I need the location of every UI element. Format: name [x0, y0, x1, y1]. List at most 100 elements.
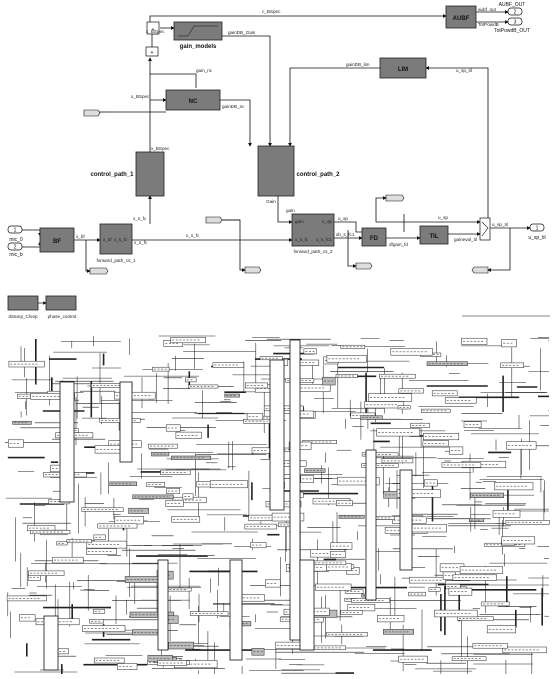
- block-gain-models-label: gain_models: [180, 44, 217, 50]
- inport-mic-0[interactable]: 1 mic_0: [7, 225, 23, 243]
- subsystem-block[interactable]: [463, 421, 482, 428]
- goto-tag[interactable]: [385, 194, 405, 202]
- subsystem-block[interactable]: [505, 520, 550, 525]
- subsystem-block[interactable]: [129, 611, 175, 618]
- subsystem-block[interactable]: [409, 576, 446, 584]
- subsystem-block[interactable]: [360, 415, 383, 420]
- goto-tag[interactable]: [244, 266, 262, 274]
- block-phase-control[interactable]: phase_control: [45, 295, 76, 319]
- subsystem-block[interactable]: [383, 629, 414, 635]
- subsystem-block[interactable]: [494, 482, 534, 491]
- subsystem-block[interactable]: [500, 362, 524, 368]
- block-til[interactable]: TIL: [419, 225, 449, 245]
- goto-tag[interactable]: [205, 216, 223, 224]
- subsystem-block[interactable]: [152, 366, 170, 372]
- subsystem-block[interactable]: [246, 413, 264, 421]
- outport-u-sp-til[interactable]: 1 u_sp_til: [528, 223, 546, 241]
- multiport-subsystem[interactable]: [59, 381, 75, 503]
- switch-block[interactable]: [479, 217, 491, 241]
- subsystem-block[interactable]: [420, 408, 451, 413]
- subsystem-block[interactable]: [408, 591, 426, 597]
- lookup-curve-icon: [178, 25, 218, 37]
- subsystem-block[interactable]: [502, 646, 547, 654]
- block-nc[interactable]: NC: [165, 89, 221, 111]
- subsystem-block[interactable]: [19, 614, 36, 622]
- inport-mic-b[interactable]: 2 mic_b: [7, 242, 23, 258]
- sum-block[interactable]: +: [146, 21, 160, 35]
- signal-lines: [22, 10, 531, 273]
- subsystem-block[interactable]: [336, 500, 353, 507]
- multiport-subsystem[interactable]: [365, 449, 377, 601]
- block-gain-models[interactable]: gain_models: [173, 21, 223, 50]
- signal-c-bspec: c_BSpec: [262, 9, 281, 14]
- goto-tag[interactable]: [89, 267, 109, 275]
- block-lim[interactable]: LIM: [379, 57, 427, 79]
- subsystem-block[interactable]: [330, 551, 346, 558]
- multiport-subsystem[interactable]: [269, 359, 285, 511]
- multiport-subsystem[interactable]: [119, 381, 133, 463]
- subsystem-block[interactable]: [52, 556, 84, 564]
- goto-tag[interactable]: [83, 109, 101, 117]
- subsystem-block[interactable]: [148, 443, 178, 449]
- subsystem-block[interactable]: [448, 587, 473, 596]
- block-forward-path-cs-1[interactable]: x_bf x_s_fc forward_path_cs_1: [96, 223, 136, 263]
- signal-gaineval-til: gaineval_til: [454, 237, 477, 242]
- multiport-subsystem[interactable]: [229, 559, 243, 661]
- subsystem-block[interactable]: [265, 579, 281, 588]
- outport-totpowdb-out[interactable]: 3 TotPowdB_OUT: [494, 17, 530, 34]
- block-forward-path-cs-2[interactable]: gain u_sp x_s_fc x_s_fc1 forward_path_cs…: [291, 213, 335, 254]
- subsystem-block[interactable]: [468, 518, 485, 522]
- subsystem-block[interactable]: [361, 452, 399, 457]
- block-control-path-1-label: control_path_1: [90, 172, 134, 178]
- subsystem-block[interactable]: [188, 384, 219, 389]
- subsystem-block[interactable]: [157, 660, 187, 666]
- multiport-subsystem[interactable]: [289, 339, 301, 641]
- subsystem-block[interactable]: [160, 469, 191, 475]
- subsystem-block[interactable]: [30, 393, 75, 400]
- subsystem-block[interactable]: [209, 480, 248, 489]
- subsystem-block[interactable]: [250, 542, 267, 549]
- subsystem-block[interactable]: [340, 344, 366, 349]
- block-bf-label: BF: [53, 239, 61, 245]
- block-forward-path-cs-1-label: forward_path_cs_1: [96, 258, 136, 263]
- subsystem-block[interactable]: [444, 397, 477, 404]
- subsystem-block[interactable]: [189, 611, 229, 616]
- subsystem-block[interactable]: [245, 382, 268, 389]
- block-control-path-1[interactable]: control_path_1: [90, 151, 165, 197]
- subsystem-block[interactable]: [224, 393, 240, 398]
- subsystem-block[interactable]: [398, 655, 428, 663]
- block-aubf[interactable]: AUBF: [445, 5, 477, 29]
- block-fd[interactable]: FD: [361, 227, 387, 247]
- block-control-path-2[interactable]: control_path_2 Gain: [257, 145, 340, 204]
- sum-block-2[interactable]: +: [145, 46, 159, 57]
- multiport-subsystem[interactable]: [299, 559, 315, 651]
- subsystem-block[interactable]: [452, 574, 497, 581]
- multiport-subsystem[interactable]: [399, 469, 413, 571]
- subsystem-block[interactable]: [86, 548, 117, 555]
- subsystem-block[interactable]: [368, 393, 413, 402]
- goto-tag[interactable]: [471, 266, 489, 274]
- block-fd-label: FD: [370, 236, 379, 242]
- block-dsamp-cloop[interactable]: dSamp_Cloop: [7, 295, 39, 319]
- block-aubf-label: AUBF: [453, 16, 470, 22]
- signal-u-sp-til: u_sp_til: [492, 222, 508, 227]
- subsystem-block[interactable]: [212, 362, 245, 368]
- subsystem-block[interactable]: [93, 657, 125, 664]
- signal-x-bspec-sum: x_BSpec: [146, 29, 165, 34]
- block-forward-path-cs-2-label: forward_path_cs_2: [293, 249, 333, 254]
- goto-tag[interactable]: [355, 262, 373, 270]
- block-bf[interactable]: BF: [39, 227, 75, 253]
- signal-gaindb-nc: gainDB_nc: [222, 104, 245, 109]
- subsystem-block[interactable]: [361, 463, 399, 468]
- subsystem-block[interactable]: [8, 439, 24, 448]
- multiport-subsystem[interactable]: [43, 615, 59, 671]
- subsystem-block[interactable]: [501, 339, 517, 348]
- subsystem-block[interactable]: [396, 489, 441, 498]
- subsystem-block[interactable]: [381, 458, 414, 464]
- multiport-subsystem[interactable]: [157, 559, 169, 651]
- outport-aubf-out[interactable]: 2 AUBF_OUT: [499, 2, 526, 16]
- subsystem-block[interactable]: [376, 428, 421, 437]
- subsystem-block[interactable]: [506, 441, 537, 450]
- port-x-bf: x_bf: [103, 237, 112, 242]
